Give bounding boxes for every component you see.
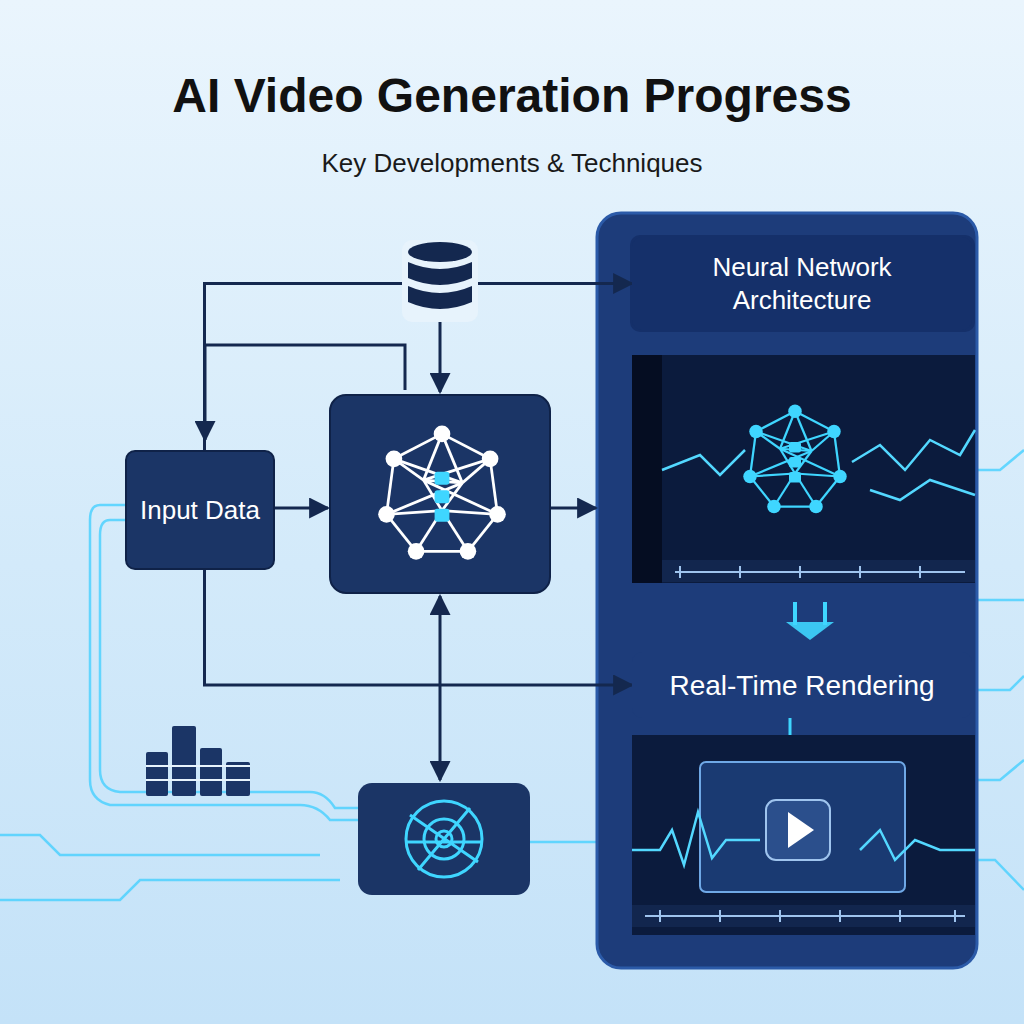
video-output <box>839 910 841 922</box>
circuit-lines <box>975 450 1024 470</box>
video-preview <box>679 566 681 578</box>
video-preview <box>786 602 834 640</box>
processing-box <box>358 783 530 895</box>
circuit-lines <box>0 880 340 900</box>
circuit-lines <box>975 676 1024 690</box>
neural-network-box <box>378 426 506 560</box>
bar-chart-icon <box>146 779 250 781</box>
panel-group <box>630 235 975 332</box>
video-output <box>860 830 975 860</box>
video-output <box>632 735 975 935</box>
database-icon <box>402 240 478 322</box>
video-output <box>788 812 814 848</box>
video-output <box>766 800 830 860</box>
video-preview <box>799 566 801 578</box>
database-icon <box>408 262 472 285</box>
video-preview <box>786 622 834 640</box>
node-text: Input Data <box>140 494 260 527</box>
video-output <box>645 915 965 917</box>
video-preview <box>870 480 975 500</box>
video-preview <box>919 566 921 578</box>
database-icon <box>408 242 472 262</box>
database-icon <box>408 286 472 309</box>
node-text: Neural Network Architecture <box>644 251 960 316</box>
subtitle: Key Developments & Techniques <box>0 148 1024 179</box>
panel-group <box>597 213 977 968</box>
input-box: Input Data <box>125 450 275 570</box>
neural-network-box <box>330 395 550 593</box>
bar-chart-icon <box>146 726 250 796</box>
circuit-lines <box>0 835 320 855</box>
video-output <box>789 718 792 735</box>
video-preview <box>795 602 825 625</box>
video-output <box>700 762 905 892</box>
video-output <box>659 910 661 922</box>
architecture-box: Neural Network Architecture <box>632 237 972 330</box>
video-output <box>632 905 975 927</box>
wires <box>439 322 442 392</box>
bar-chart-icon <box>200 748 222 796</box>
title: AI Video Generation Progress <box>0 68 1024 123</box>
video-preview <box>632 355 662 583</box>
panel-group <box>597 213 977 968</box>
neural-network-box <box>330 395 550 593</box>
video-preview <box>743 405 847 514</box>
video-output <box>954 910 956 922</box>
video-output <box>632 718 975 935</box>
video-output <box>719 910 721 922</box>
video-preview <box>662 560 975 582</box>
video-preview <box>632 355 975 640</box>
processing-box <box>406 801 482 877</box>
video-preview <box>680 566 920 578</box>
video-output <box>660 910 955 922</box>
bar-chart-icon <box>146 766 250 780</box>
wires <box>275 507 328 510</box>
bar-chart-icon <box>146 765 250 767</box>
node-text: Real-Time Rendering <box>669 668 934 703</box>
video-preview <box>662 430 975 500</box>
bar-chart-icon <box>146 752 168 796</box>
video-preview <box>859 566 861 578</box>
circuit-lines <box>975 760 1024 780</box>
processing-box <box>406 801 482 877</box>
circuit-lines <box>975 860 1024 890</box>
video-preview <box>662 450 745 475</box>
wires <box>439 596 442 780</box>
subtitle-label: Key Developments & Techniques <box>321 148 702 178</box>
video-preview <box>852 430 975 470</box>
video-output <box>632 812 760 865</box>
video-preview <box>632 355 975 583</box>
circuit-lines <box>975 599 1024 602</box>
processing-box <box>358 783 530 895</box>
database-icon <box>402 240 478 322</box>
rendering-box: Real-Time Rendering <box>632 652 972 718</box>
video-preview <box>675 571 965 573</box>
video-output <box>779 910 781 922</box>
processing-box <box>406 808 482 870</box>
wires <box>550 507 596 510</box>
video-preview <box>739 566 741 578</box>
bar-chart-icon <box>172 726 196 796</box>
video-output <box>899 910 901 922</box>
